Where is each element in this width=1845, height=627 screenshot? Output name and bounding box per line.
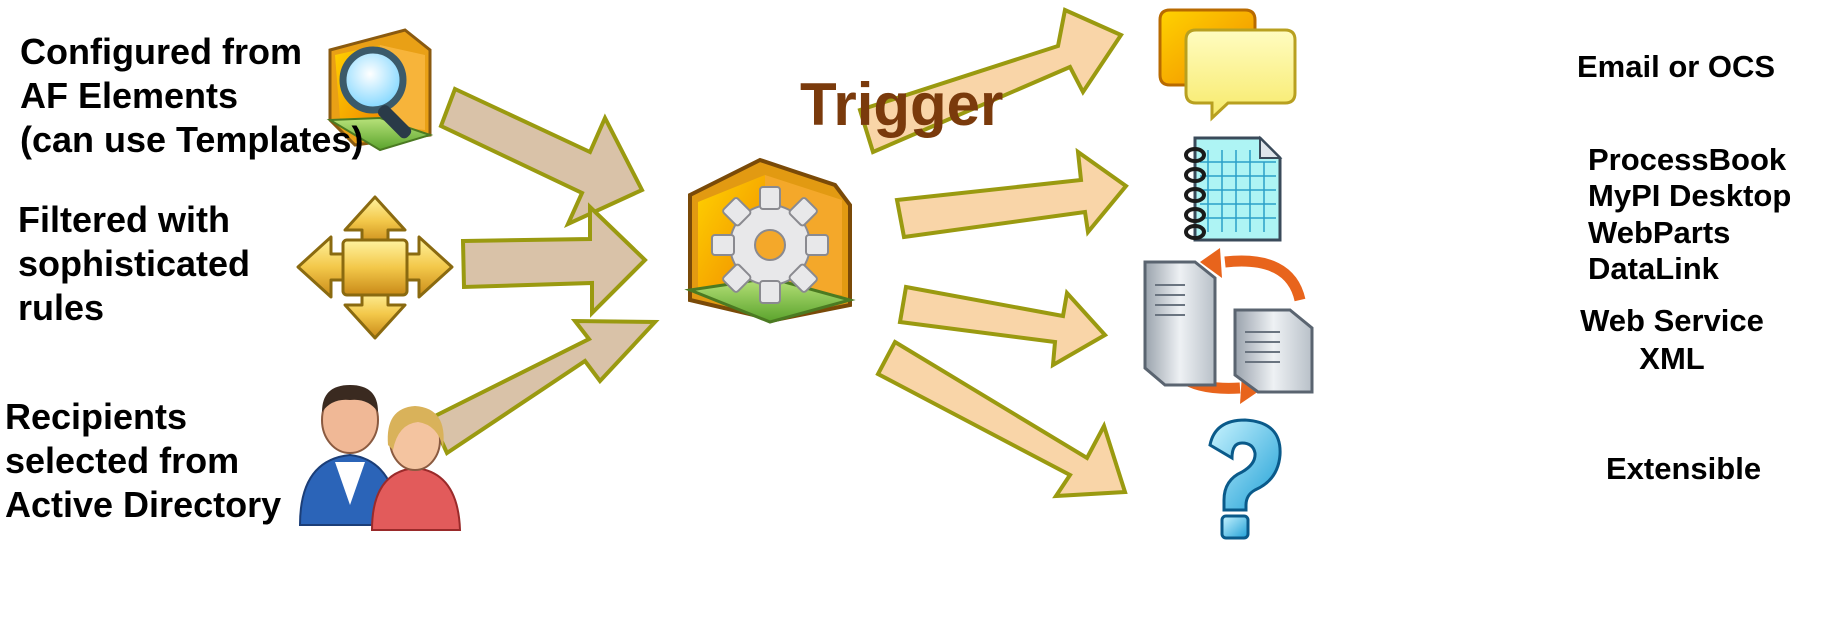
output-arrow-3: [897, 284, 1109, 369]
label-line: Active Directory: [5, 483, 282, 525]
servers-sync-icon: [1143, 248, 1314, 404]
output-label-email: Email or OCS: [1577, 48, 1775, 86]
label-line: Filtered with: [18, 199, 231, 240]
output-arrow-4: [875, 339, 1128, 499]
input-arrow-1: [438, 86, 645, 229]
label-line: selected from: [5, 439, 240, 481]
input-arrows: [428, 86, 660, 456]
label-line: sophisticated: [18, 242, 251, 284]
question-mark-icon: [1208, 418, 1282, 540]
chat-bubbles-icon: [1158, 8, 1297, 122]
label-line: MyPI Desktop: [1588, 178, 1792, 214]
input-label-filter-rules: Filtered with sophisticated rules: [18, 198, 250, 330]
output-label-clients: ProcessBook MyPI Desktop WebParts DataLi…: [1588, 142, 1791, 287]
output-label-web-service: Web Service XML: [1572, 302, 1772, 378]
output-arrow-1: [857, 7, 1124, 155]
users-icon: [298, 385, 462, 531]
trigger-title: Trigger: [800, 71, 1004, 138]
output-label-extensible: Extensible: [1606, 450, 1761, 488]
filter-arrows-icon: [296, 195, 454, 340]
label-line: ProcessBook: [1588, 142, 1787, 177]
label-line: rules: [18, 286, 105, 328]
output-arrows: [857, 7, 1129, 499]
label-line: Web Service: [1580, 303, 1764, 338]
label-line: Configured from: [20, 31, 302, 72]
label-line: Extensible: [1606, 451, 1762, 486]
label-line: (can use Templates): [20, 118, 364, 160]
label-line: XML: [1639, 340, 1705, 376]
trigger-gear-icon: [684, 157, 856, 324]
input-label-recipients: Recipients selected from Active Director…: [5, 395, 281, 527]
af-elements-search-icon: [326, 28, 434, 152]
label-line: WebParts: [1588, 214, 1731, 250]
label-line: Recipients: [5, 396, 188, 437]
input-arrow-3: [428, 318, 660, 456]
notebook-grid-icon: [1184, 135, 1283, 242]
label-line: AF Elements: [20, 74, 239, 116]
input-arrow-2: [460, 202, 648, 318]
label-line: Email or OCS: [1577, 49, 1776, 84]
input-label-af-elements: Configured from AF Elements (can use Tem…: [20, 30, 363, 162]
label-line: DataLink: [1588, 250, 1719, 286]
output-arrow-2: [894, 147, 1129, 240]
